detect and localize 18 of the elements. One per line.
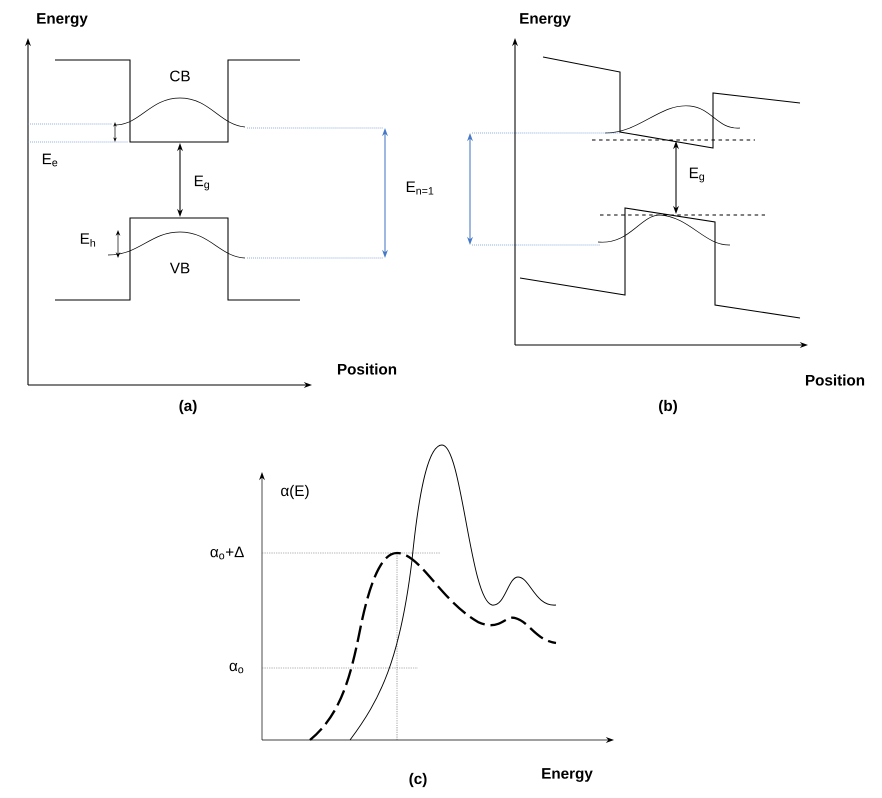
axis-label: α$_{o}$ xyxy=(230,662,244,674)
axis-label: Energy xyxy=(37,13,88,27)
axis-label: (a) xyxy=(179,400,197,414)
axis-label: VB xyxy=(170,262,190,274)
axis-label: E$_{e}$ xyxy=(42,154,58,166)
axis-label: E$_{n=1}$ xyxy=(406,182,434,194)
axis-label: (c) xyxy=(409,772,427,788)
axis-label: Position xyxy=(338,363,396,375)
axis-label: Energy xyxy=(520,13,571,27)
axis-label: α$_{o}$+Δ xyxy=(210,546,244,560)
axis-label: α(E) xyxy=(281,484,309,500)
axis-label: E$_{g}$ xyxy=(690,168,704,182)
axis-label: CB xyxy=(170,70,190,82)
axis-label: (b) xyxy=(659,400,677,414)
axis-label: E$_{h}$ xyxy=(80,233,96,247)
axis-label: Position xyxy=(806,374,864,386)
axis-label: E$_{g}$ xyxy=(194,176,210,190)
axis-label: Energy xyxy=(542,768,593,782)
